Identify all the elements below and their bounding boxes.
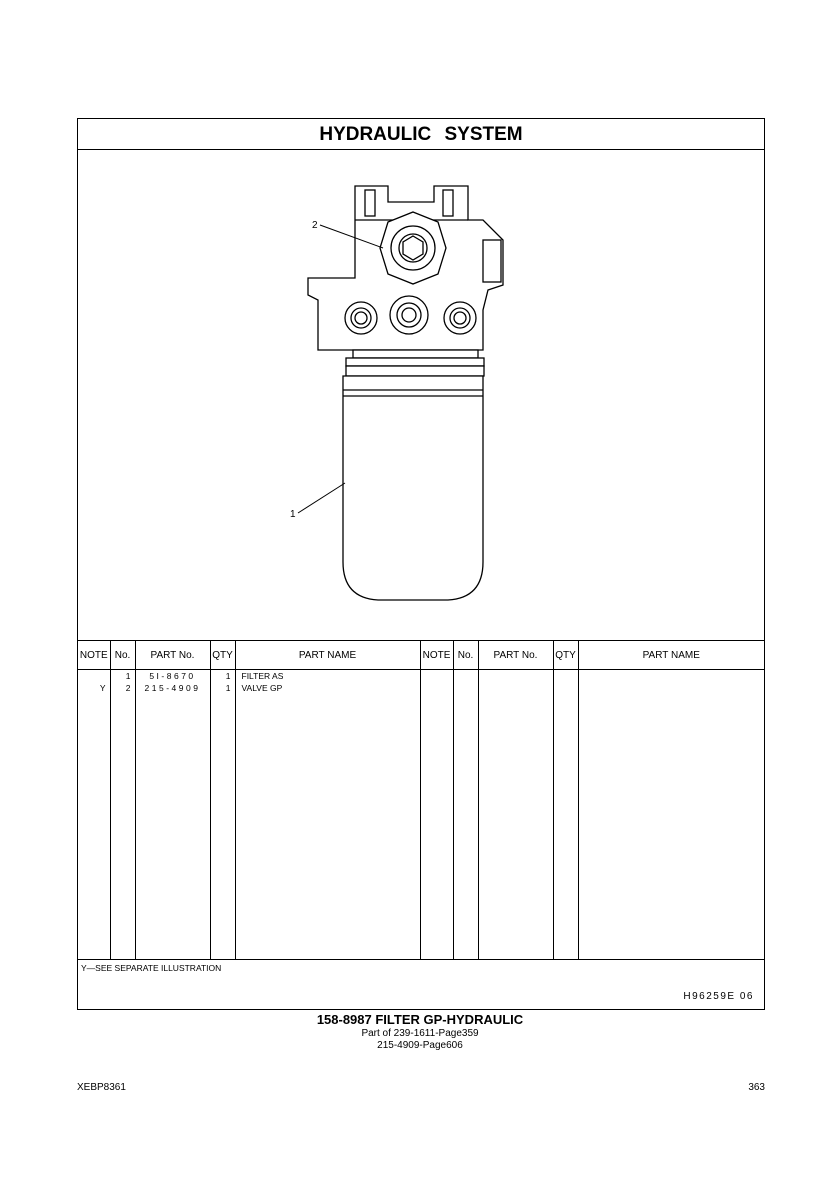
exploded-illustration: 2 1 bbox=[78, 150, 764, 640]
col-header-part-no-2: PART No. bbox=[477, 640, 554, 670]
col-header-part-name-2: PART NAME bbox=[577, 640, 764, 670]
table-header-row: NOTE No. PART No. QTY PART NAME NOTE No.… bbox=[78, 640, 764, 670]
part-no-column-2 bbox=[477, 669, 554, 959]
callout-1: 1 bbox=[290, 509, 296, 520]
note-column: Y bbox=[78, 669, 111, 959]
row-2-note: Y bbox=[99, 683, 106, 693]
row-1-no: 1 bbox=[125, 671, 131, 681]
row-2-no: 2 bbox=[125, 683, 131, 693]
row-2-part-no: 215-4909 bbox=[144, 683, 201, 693]
caption-page-ref: 215-4909-Page606 bbox=[377, 1040, 463, 1051]
row-1-part-name: FILTER AS bbox=[241, 671, 284, 681]
mount-bolt-left bbox=[364, 189, 376, 217]
col-header-qty-2: QTY bbox=[552, 640, 579, 670]
row-1-qty: 1 bbox=[225, 671, 231, 681]
row-1-part-no: 5I-8670 bbox=[149, 671, 196, 681]
col-header-note-2: NOTE bbox=[419, 640, 454, 670]
part-no-column: 5I-8670 215-4909 bbox=[134, 669, 211, 959]
parts-table: NOTE No. PART No. QTY PART NAME NOTE No.… bbox=[78, 640, 764, 959]
filter-illustration-svg: 2 1 bbox=[290, 185, 504, 601]
illustration-number: H96259E 06 bbox=[683, 991, 754, 1002]
col-header-no: No. bbox=[109, 640, 136, 670]
col-header-note: NOTE bbox=[78, 640, 111, 670]
leader-1 bbox=[297, 482, 346, 514]
page-title: HYDRAULIC SYSTEM bbox=[78, 119, 764, 150]
part-name-column: FILTER AS VALVE GP bbox=[234, 669, 421, 959]
row-1-note bbox=[78, 670, 106, 682]
part-name-column-2 bbox=[577, 669, 764, 959]
callout-2: 2 bbox=[312, 220, 318, 231]
col-header-part-no: PART No. bbox=[134, 640, 211, 670]
page-number: 363 bbox=[748, 1082, 765, 1093]
parts-page-frame: HYDRAULIC SYSTEM bbox=[77, 118, 765, 1010]
no-column: 1 2 bbox=[109, 669, 136, 959]
note-column-2 bbox=[419, 669, 454, 959]
qty-column-2 bbox=[552, 669, 579, 959]
col-header-part-name: PART NAME bbox=[234, 640, 421, 670]
col-header-qty: QTY bbox=[209, 640, 236, 670]
row-2-qty: 1 bbox=[225, 683, 231, 693]
publication-number: XEBP8361 bbox=[77, 1082, 126, 1093]
leader-2 bbox=[319, 224, 384, 249]
caption-group-title: 158-8987 FILTER GP-HYDRAULIC bbox=[316, 1012, 524, 1027]
caption-part-of: Part of 239-1611-Page359 bbox=[361, 1028, 479, 1039]
row-2-part-name: VALVE GP bbox=[241, 683, 283, 693]
mount-bolt-right bbox=[442, 189, 454, 217]
no-column-2 bbox=[452, 669, 479, 959]
footnote-text: Y—SEE SEPARATE ILLUSTRATION bbox=[81, 963, 222, 973]
qty-column: 1 1 bbox=[209, 669, 236, 959]
col-header-no-2: No. bbox=[452, 640, 479, 670]
filter-canister bbox=[342, 375, 484, 601]
table-body: Y 1 2 5I-8670 215-4909 1 1 FILTER AS VAL… bbox=[78, 669, 764, 959]
footnote-area: Y—SEE SEPARATE ILLUSTRATION H96259E 06 bbox=[78, 959, 764, 1009]
